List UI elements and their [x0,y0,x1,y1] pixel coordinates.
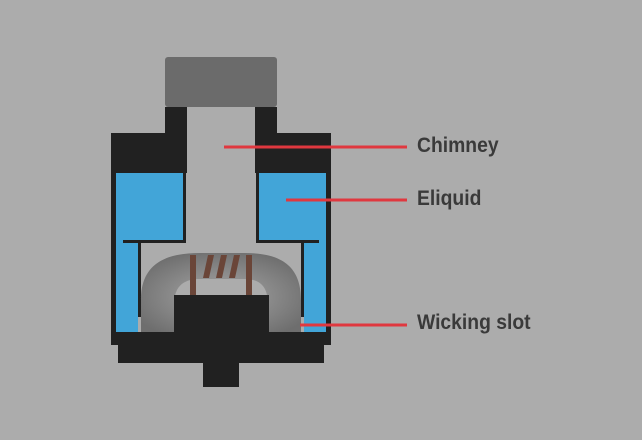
cotton-wick [141,253,301,332]
build-deck [174,295,269,335]
chimney-inner-wall-right [256,173,259,243]
tank-shoulder-right [255,133,331,173]
tank-wall-left [111,133,116,345]
coil-wrap-3 [229,255,240,278]
tank-shoulder-left [111,133,187,173]
eliquid-left-upper [116,173,183,240]
slot-wall-left [138,243,141,317]
coil-wrap-2 [216,255,227,278]
connector-pin [203,363,239,387]
tank-wall-right [326,133,331,345]
base [118,345,324,363]
chimney-label: Chimney [417,134,499,157]
drip-tip-cap [165,57,277,107]
chimney-inner-wall-left [183,173,186,243]
slot-wall-right [301,243,304,317]
divider-left [123,240,186,243]
eliquid-right-upper [259,173,326,240]
coil-wrap-1 [203,255,214,278]
coil-post-left [190,255,196,297]
tank-floor [111,332,331,345]
coil-post-right [246,255,252,297]
eliquid-right-lower [304,240,326,335]
divider-right [256,240,319,243]
wicking-slot-label: Wicking slot [417,311,531,334]
eliquid-left-lower [116,240,138,335]
eliquid-label: Eliquid [417,187,482,210]
